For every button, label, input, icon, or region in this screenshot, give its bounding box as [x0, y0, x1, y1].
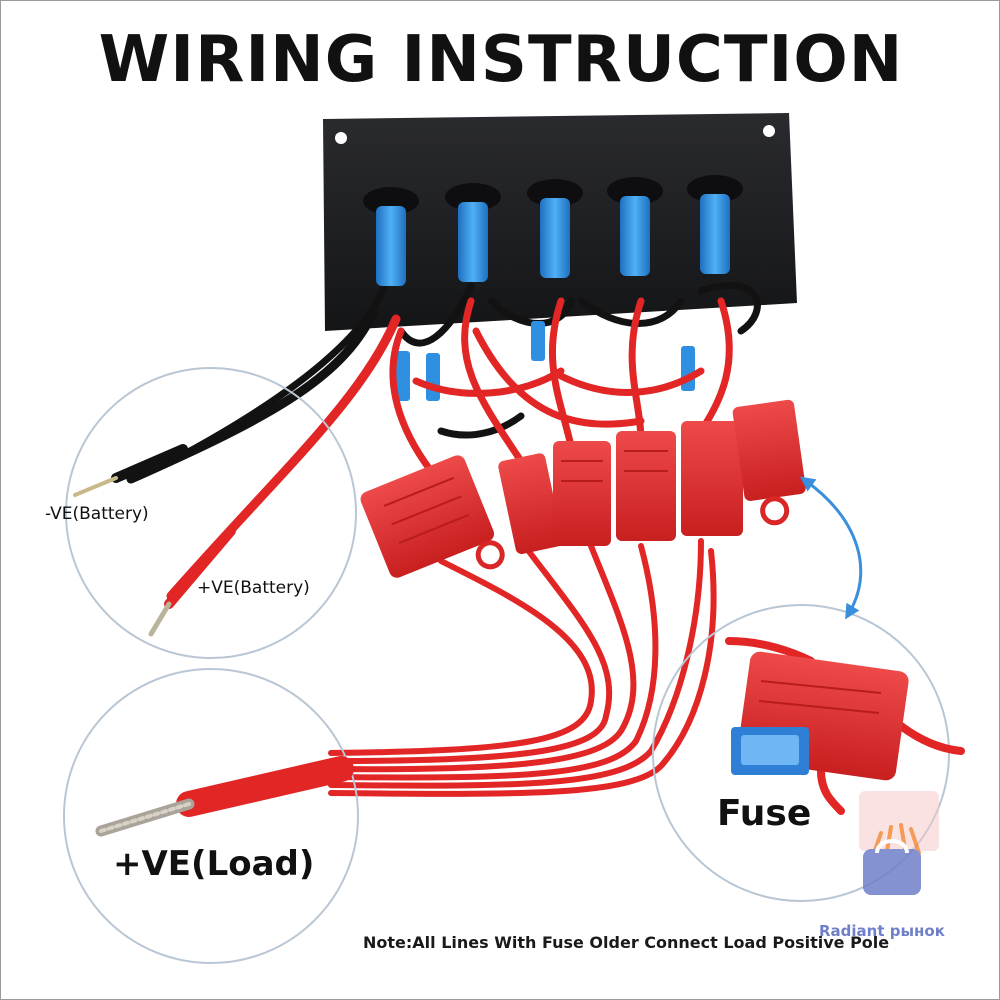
switches	[363, 175, 743, 401]
fuse-holder-icon	[732, 399, 806, 526]
note-text: Note:All Lines With Fuse Older Connect L…	[363, 933, 890, 952]
page-title: WIRING INSTRUCTION	[98, 23, 904, 97]
watermark-text: Radiant рынок	[819, 922, 945, 940]
fuse-holder-icon	[360, 455, 505, 578]
red-loop-wires	[389, 297, 733, 475]
blade-fuse-icon	[731, 727, 809, 775]
switch-icon	[687, 175, 743, 274]
connector-icon	[426, 353, 440, 401]
battery-detail-circle	[65, 367, 357, 659]
switch-icon	[445, 183, 501, 282]
load-detail-circle	[63, 668, 359, 964]
battery-wire-ends	[73, 444, 236, 637]
fuse-holder-icon	[553, 441, 611, 546]
load-wire-end	[95, 756, 354, 837]
fuse-closeup	[725, 637, 965, 815]
mount-hole-left	[335, 132, 347, 144]
fuse-label: Fuse	[717, 793, 812, 834]
positive-battery-label: +VE(Battery)	[197, 578, 310, 598]
bag-logo-icon	[859, 791, 939, 895]
fuse-holder-icon	[616, 431, 676, 541]
mount-hole-right	[763, 125, 775, 137]
fuse-holders	[360, 399, 806, 578]
connector-icon	[396, 351, 410, 401]
switch-icon	[527, 179, 583, 278]
positive-load-label: +VE(Load)	[113, 844, 315, 884]
fuse-holder-icon	[681, 421, 743, 536]
switch-icon	[363, 187, 419, 286]
switch-icon	[607, 177, 663, 276]
connector-icon	[531, 321, 545, 361]
fuse-holder-icon	[498, 453, 563, 554]
negative-battery-label: -VE(Battery)	[45, 504, 149, 524]
blue-arrow	[799, 476, 863, 620]
load-wires	[328, 538, 717, 797]
